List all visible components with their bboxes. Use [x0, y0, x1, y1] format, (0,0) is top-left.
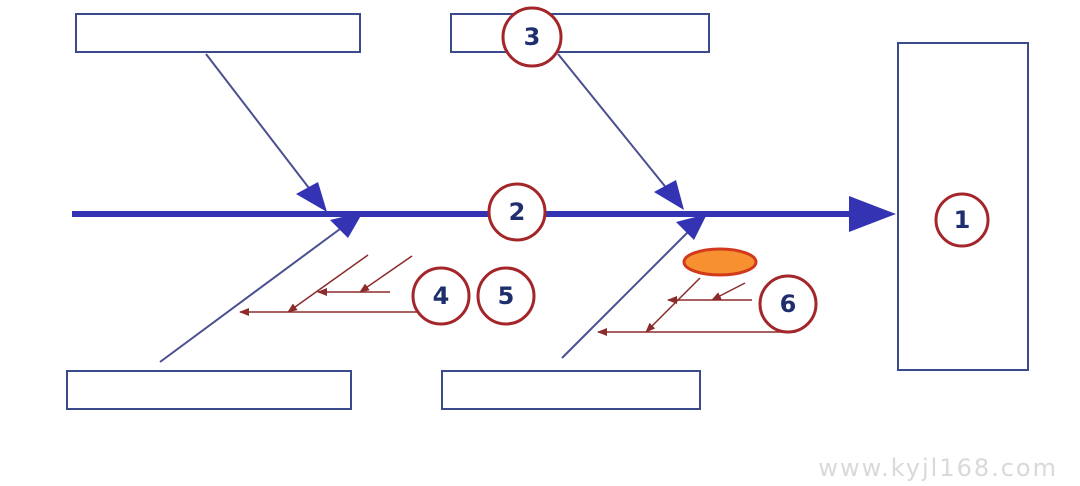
top-middle-bone-arrowhead [654, 180, 684, 210]
top-left-bone-arrowhead [296, 182, 327, 212]
watermark: www.kyjl168.com [818, 454, 1058, 482]
marker-3-label: 3 [524, 23, 541, 51]
marker-6: 6 [758, 274, 818, 334]
top-middle-bone [557, 53, 669, 191]
bottom-middle-bone [561, 229, 691, 359]
marker-5: 5 [476, 266, 536, 326]
marker-1-label: 1 [954, 206, 971, 234]
marker-1: 1 [934, 192, 990, 248]
top-middle-box [450, 13, 710, 53]
bottom-middle-bone-arrowhead [676, 214, 707, 240]
marker-4-label: 4 [433, 282, 450, 310]
marker-5-label: 5 [498, 282, 515, 310]
highlight-ellipse [682, 247, 758, 277]
sub-cause-arrow [711, 282, 746, 301]
spine-arrowhead [849, 196, 896, 232]
bottom-middle-box [441, 370, 701, 410]
sub-cause-arrow [645, 277, 701, 333]
marker-6-label: 6 [780, 290, 797, 318]
sub-cause-arrow [359, 255, 413, 293]
top-left-bone [205, 53, 313, 193]
bottom-left-bone-arrowhead [330, 212, 363, 238]
bottom-left-bone [159, 225, 345, 363]
marker-2: 2 [487, 182, 547, 242]
sub-cause-arrow [287, 254, 369, 313]
marker-3: 3 [501, 6, 563, 68]
top-left-box [75, 13, 361, 53]
marker-4: 4 [411, 266, 471, 326]
bottom-left-box [66, 370, 352, 410]
marker-2-label: 2 [509, 198, 526, 226]
